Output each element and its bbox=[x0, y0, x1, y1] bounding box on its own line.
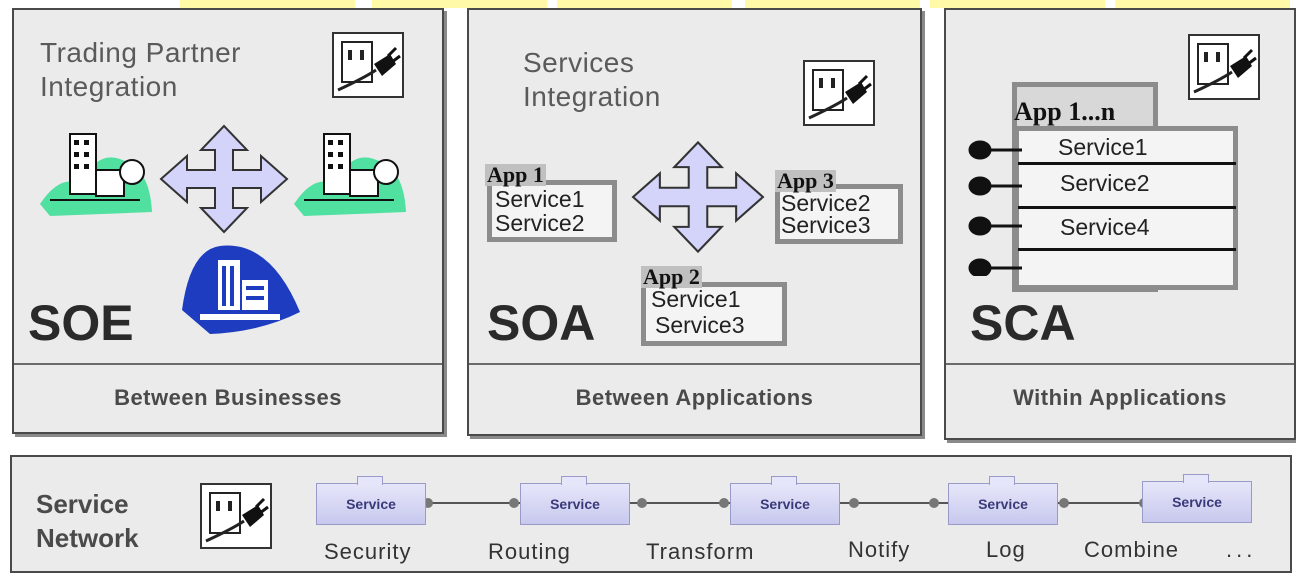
sca-panel: App 1...n Service1 Service2 Service4 SCA… bbox=[944, 8, 1296, 440]
office-building-icon bbox=[40, 133, 152, 216]
top-tab bbox=[745, 0, 920, 8]
sca-caption: Within Applications bbox=[1013, 385, 1227, 410]
service-label-notify: Notify bbox=[848, 537, 911, 562]
soe-acronym: SOE bbox=[28, 295, 134, 351]
app-label: App 3 bbox=[775, 168, 836, 193]
plug-icon bbox=[332, 32, 404, 98]
four-way-arrow-icon bbox=[631, 140, 765, 254]
service-chip: Service bbox=[730, 476, 840, 525]
service-label: Service1 bbox=[651, 286, 741, 312]
top-tab bbox=[372, 0, 547, 8]
top-tab bbox=[930, 0, 1105, 8]
panel-divider bbox=[946, 363, 1294, 365]
service-network-title: Service Network bbox=[36, 487, 139, 555]
bus-node bbox=[1059, 498, 1069, 508]
bus-node bbox=[929, 498, 939, 508]
service-network-title-line2: Network bbox=[36, 523, 139, 553]
soa-title-line1: Services bbox=[523, 47, 635, 78]
app-label: App 1 bbox=[485, 162, 546, 187]
service-chip: Service bbox=[316, 476, 426, 525]
office-building-icon bbox=[294, 133, 406, 216]
service-label: Service3 bbox=[781, 212, 871, 238]
app-box bbox=[641, 282, 787, 346]
service-label-transform: Transform bbox=[646, 539, 755, 564]
app-box bbox=[487, 180, 617, 242]
soa-title-line2: Integration bbox=[523, 81, 661, 112]
soe-panel: Trading Partner Integration bbox=[12, 8, 444, 434]
service-row-line bbox=[1018, 248, 1236, 251]
service-label: Service2 bbox=[1060, 170, 1150, 196]
four-way-arrow-icon bbox=[159, 124, 289, 234]
soe-title-line2: Integration bbox=[40, 71, 178, 102]
service-label: Service1 bbox=[495, 186, 585, 212]
service-label-routing: Routing bbox=[488, 539, 571, 564]
bus-node bbox=[849, 498, 859, 508]
ellipsis: ... bbox=[1226, 537, 1257, 562]
bus-node bbox=[637, 498, 647, 508]
soa-caption: Between Applications bbox=[575, 385, 814, 410]
soe-title: Trading Partner Integration bbox=[40, 36, 241, 104]
service-network-title-line1: Service bbox=[36, 489, 129, 519]
soe-title-line1: Trading Partner bbox=[40, 37, 241, 68]
soe-caption: Between Businesses bbox=[114, 385, 342, 410]
service-label: Service1 bbox=[1058, 134, 1148, 160]
top-tab bbox=[1115, 0, 1290, 8]
app-label: App 2 bbox=[641, 264, 702, 289]
plug-icon bbox=[803, 60, 875, 126]
service-row-line bbox=[1018, 162, 1236, 165]
panel-divider bbox=[14, 363, 442, 365]
service-chip: Service bbox=[1142, 474, 1252, 523]
plug-icon bbox=[200, 483, 272, 549]
top-tab bbox=[557, 0, 732, 8]
service-label: Service4 bbox=[1060, 214, 1150, 240]
soa-panel: Services Integration App 1 Service1 Serv… bbox=[467, 8, 922, 436]
soa-acronym: SOA bbox=[487, 295, 596, 351]
service-row-line bbox=[1018, 206, 1236, 209]
sca-acronym: SCA bbox=[970, 295, 1076, 351]
service-label-security: Security bbox=[324, 539, 412, 564]
service-chip: Service bbox=[520, 476, 630, 525]
interface-connectors bbox=[968, 140, 1022, 276]
top-tab bbox=[180, 0, 355, 8]
plug-icon bbox=[1188, 34, 1260, 100]
soa-title: Services Integration bbox=[523, 46, 661, 114]
service-network-bar: Service Network Service Service Service … bbox=[10, 455, 1292, 573]
service-label: Service2 bbox=[495, 210, 585, 236]
corporate-building-icon bbox=[182, 245, 300, 334]
service-label-combine: Combine bbox=[1084, 537, 1180, 562]
service-label: Service3 bbox=[655, 312, 745, 338]
service-label: Service2 bbox=[781, 190, 871, 216]
service-chip: Service bbox=[948, 476, 1058, 525]
bus-node bbox=[509, 498, 519, 508]
app-label: App 1...n bbox=[1014, 97, 1116, 126]
app-box bbox=[775, 184, 903, 244]
service-label-log: Log bbox=[986, 537, 1026, 562]
bus-node bbox=[719, 498, 729, 508]
panel-divider bbox=[469, 363, 920, 365]
